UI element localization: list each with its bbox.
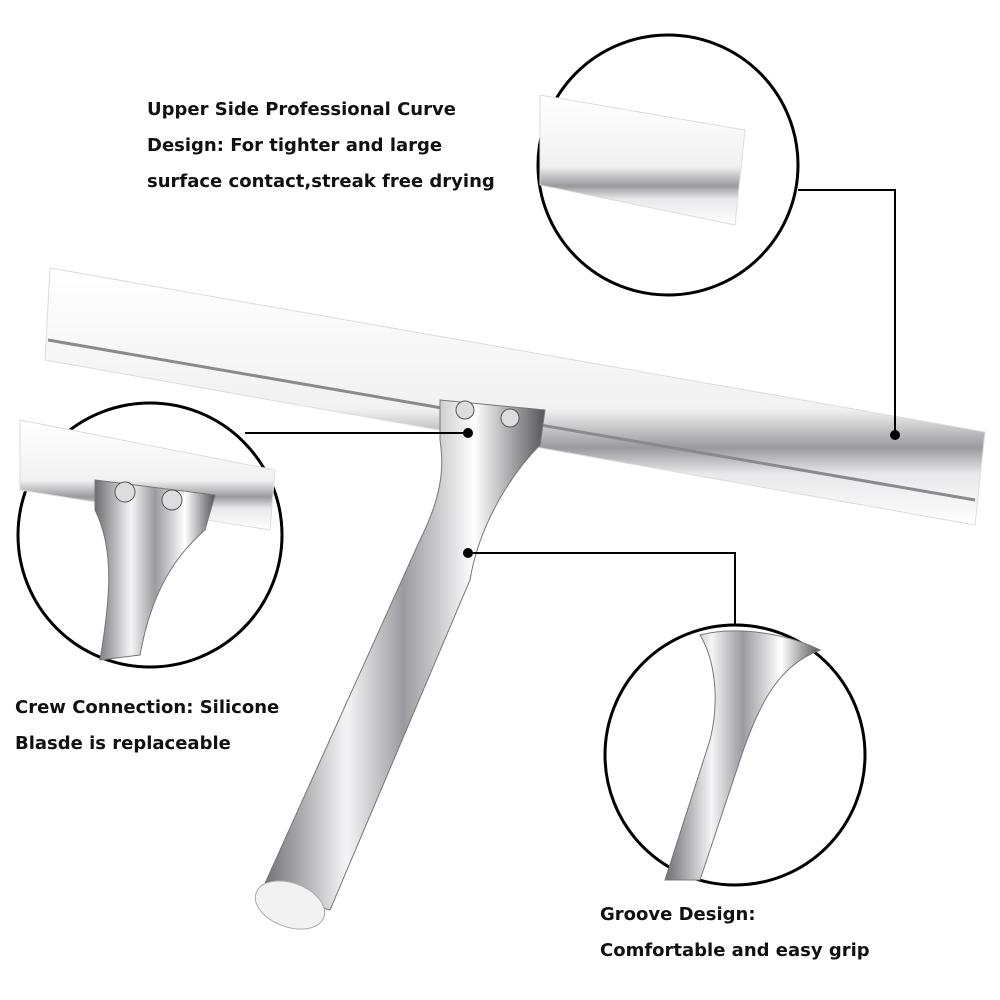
screw-icon [161, 489, 183, 511]
leader-dot [463, 548, 473, 558]
caption-line: Upper Side Professional Curve [147, 99, 456, 120]
caption-upper-side: Upper Side Professional Curve Design: Fo… [147, 92, 495, 200]
screw-icon [500, 408, 520, 428]
leader-dot [463, 428, 473, 438]
screw-icon [114, 481, 136, 503]
screw-icon [455, 400, 475, 420]
caption-crew-connection: Crew Connection: Silicone Blasde is repl… [15, 690, 279, 762]
caption-line: surface contact,streak free drying [147, 171, 495, 192]
caption-line: Blasde is replaceable [15, 733, 231, 754]
caption-line: Comfortable and easy grip [600, 940, 870, 961]
callout-groove-grip [603, 623, 867, 887]
leader-dot [890, 430, 900, 440]
caption-groove-design: Groove Design: Comfortable and easy grip [600, 897, 870, 969]
leader-lines [245, 189, 896, 625]
caption-line: Groove Design: [600, 904, 756, 925]
caption-line: Crew Connection: Silicone [15, 697, 280, 718]
callout-screw-connection [16, 401, 284, 669]
callout-blade-curve [536, 33, 800, 297]
caption-line: Design: For tighter and large [147, 135, 443, 156]
squeegee-handle [254, 399, 546, 930]
